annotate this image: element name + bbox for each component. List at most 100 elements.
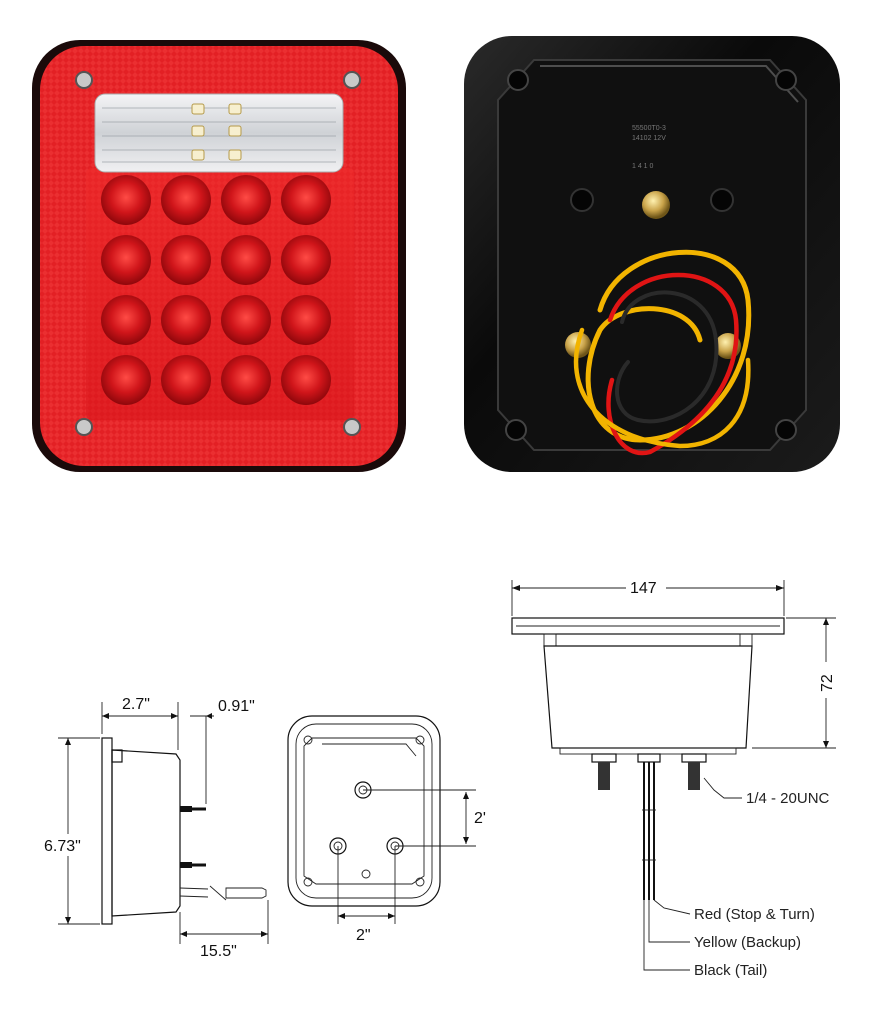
horizontal-spacing-label: 2"	[356, 927, 371, 944]
red-led	[101, 175, 151, 225]
rear-outline-drawing: 2' 2"	[287, 715, 486, 944]
backup-led	[191, 103, 205, 115]
wire-callouts: Red (Stop & Turn) Yellow (Backup) Black …	[643, 899, 815, 979]
side-wire	[179, 885, 267, 901]
mounting-screw	[75, 71, 93, 89]
section-width-label: 147	[630, 580, 657, 597]
section-stud-nut	[681, 753, 707, 763]
mounting-hole	[775, 69, 797, 91]
dim-horizontal-spacing: 2"	[337, 846, 396, 944]
red-wire	[606, 272, 739, 456]
side-stud	[180, 806, 192, 812]
section-stud	[688, 762, 700, 790]
mounting-hole	[507, 69, 529, 91]
section-body	[543, 645, 753, 749]
backup-led	[228, 103, 242, 115]
section-stud	[598, 762, 610, 790]
molded-text-line: 14102 12V	[632, 135, 666, 142]
dim-section-width: 147	[511, 576, 785, 616]
rear-studs	[329, 781, 404, 879]
stud-dimension-label: 0.91"	[218, 698, 255, 715]
red-led	[281, 295, 331, 345]
back-lamp-photo: 55500T0-3 14102 12V 1 4 1 0	[464, 36, 840, 472]
backup-led	[228, 125, 242, 137]
section-view-drawing: 147	[511, 576, 838, 979]
red-lens-inner-field	[86, 168, 354, 420]
red-led	[161, 355, 211, 405]
rear-wire-exit	[361, 869, 371, 879]
molded-text-line: 55500T0-3	[632, 125, 666, 132]
red-led	[281, 175, 331, 225]
section-depth-label: 72	[819, 674, 836, 692]
molded-text-block: 55500T0-3 14102 12V 1 4 1 0	[632, 125, 666, 170]
molded-text-line: 1 4 1 0	[632, 163, 654, 170]
backup-lens	[94, 93, 344, 173]
housing-holes	[505, 69, 797, 441]
rear-hole	[303, 877, 313, 887]
wire-harness	[573, 249, 752, 456]
mounting-hole	[505, 419, 527, 441]
backup-lens-ribs	[102, 107, 336, 163]
backup-led	[191, 149, 205, 161]
red-led	[221, 235, 271, 285]
wire-label-red: Red (Stop & Turn)	[694, 906, 815, 923]
mounting-hole	[775, 419, 797, 441]
section-flange	[511, 617, 785, 635]
red-led	[221, 295, 271, 345]
side-view-drawing: 2.7" 0.91" 6.73" 15.5"	[40, 696, 269, 960]
rear-hole	[415, 877, 425, 887]
red-led	[281, 355, 331, 405]
mounting-screw-group	[75, 71, 361, 436]
dim-depth: 2.7"	[101, 696, 179, 750]
dim-height: 6.73"	[40, 737, 100, 925]
dim-wire: 15.5"	[179, 900, 269, 960]
mounting-screw	[75, 418, 93, 436]
yellow-wire-tail	[573, 327, 751, 449]
wire-label-yellow: Yellow (Backup)	[694, 934, 801, 951]
front-lamp-photo	[32, 40, 406, 472]
side-lens-flange	[101, 737, 113, 925]
dim-vertical-spacing: 2'	[363, 789, 486, 847]
red-led	[101, 295, 151, 345]
boss-hole	[710, 188, 734, 212]
red-led	[221, 355, 271, 405]
red-led	[161, 295, 211, 345]
section-studs	[591, 753, 707, 790]
red-led-grid	[101, 175, 331, 405]
height-dimension-label: 6.73"	[44, 838, 81, 855]
rear-hole	[415, 735, 425, 745]
rear-corner-holes	[303, 735, 425, 887]
section-stud-nut	[591, 753, 617, 763]
backup-led	[228, 149, 242, 161]
side-housing-outline	[111, 749, 181, 917]
red-led	[161, 235, 211, 285]
red-led	[101, 235, 151, 285]
depth-dimension-label: 2.7"	[122, 696, 150, 713]
red-led	[221, 175, 271, 225]
rear-outer-outline	[287, 715, 441, 907]
vertical-spacing-label: 2'	[474, 810, 486, 827]
dim-stud: 0.91"	[190, 698, 255, 804]
terminal-stud	[642, 191, 670, 219]
backup-led	[191, 125, 205, 137]
boss-hole	[570, 188, 594, 212]
housing-raised-body	[497, 59, 807, 451]
mounting-screw	[343, 71, 361, 89]
stud-thread-label: 1/4 - 20UNC	[746, 790, 830, 807]
black-wire	[615, 290, 719, 424]
yellow-wire	[585, 249, 752, 443]
rear-inner-outline	[295, 723, 433, 899]
side-studs	[180, 806, 206, 868]
wire-length-label: 15.5"	[200, 943, 237, 960]
red-led	[161, 175, 211, 225]
dim-section-depth: 72	[752, 617, 838, 749]
section-wires	[637, 753, 661, 900]
side-top-tab	[111, 749, 123, 763]
wire-label-black: Black (Tail)	[694, 962, 767, 979]
red-led	[281, 235, 331, 285]
mounting-screw	[343, 418, 361, 436]
rear-body-outline	[303, 737, 425, 885]
rear-hole	[303, 735, 313, 745]
red-led	[101, 355, 151, 405]
